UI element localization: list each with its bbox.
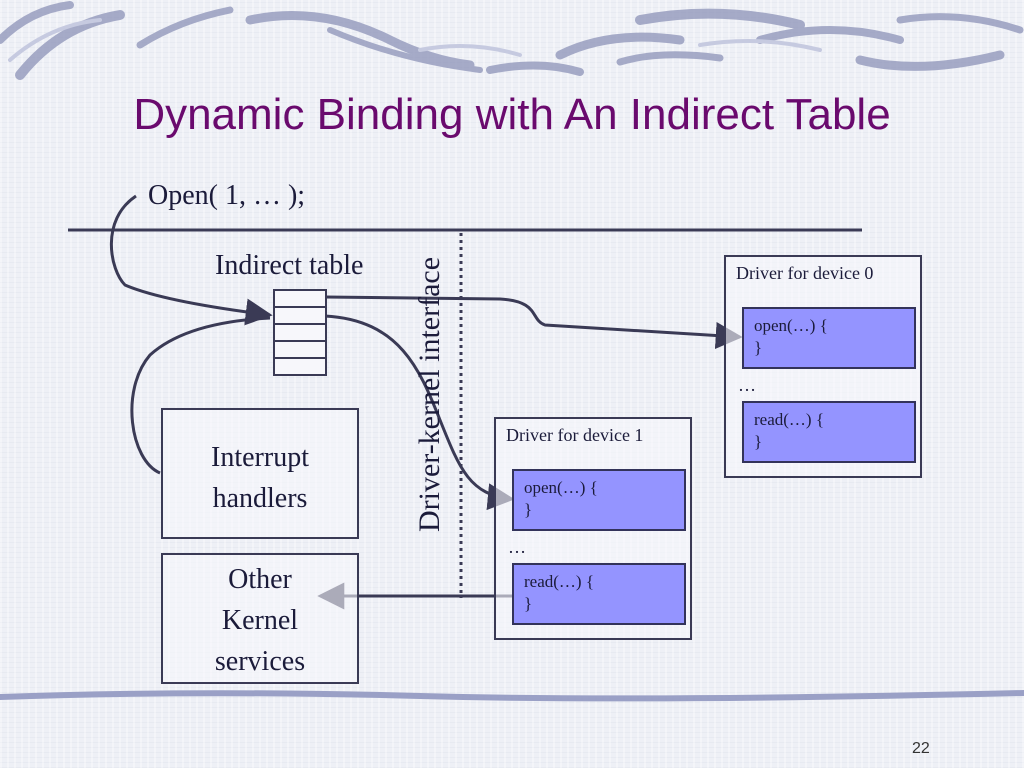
table-cell <box>273 357 327 376</box>
services-line: Other <box>228 564 292 595</box>
driver0-title: Driver for device 0 <box>736 263 874 283</box>
services-line: services <box>214 646 306 677</box>
interrupt-connector <box>130 316 271 475</box>
open-call-code: Open( 1, … ); <box>148 180 306 211</box>
call-arrow <box>109 194 273 326</box>
driver1-open-function: open(…) { } <box>512 469 686 531</box>
indirect-table-label: Indirect table <box>215 250 364 281</box>
code-line: open(…) { <box>524 478 598 497</box>
driver1-read-function: read(…) { } <box>512 563 686 625</box>
code-line: } <box>754 338 763 357</box>
table-to-driver0-arrow <box>324 295 743 349</box>
table-to-driver1-arrow <box>324 314 515 511</box>
driver1-ellipsis: … <box>508 537 526 557</box>
code-line: } <box>754 432 763 451</box>
interrupt-handlers-box: Interrupt handlers <box>161 408 359 539</box>
code-line: read(…) { <box>754 410 824 429</box>
driver-kernel-interface-label: Driver-kernel interface <box>413 256 446 532</box>
code-line: } <box>524 500 533 519</box>
slide-title: Dynamic Binding with An Indirect Table <box>133 90 891 139</box>
code-line: read(…) { <box>524 572 594 591</box>
other-kernel-services-box: Other Kernel services <box>161 553 359 684</box>
driver0-ellipsis: … <box>738 375 756 395</box>
page-number: 22 <box>912 740 930 757</box>
interrupt-line: handlers <box>212 483 308 514</box>
code-line: } <box>524 594 533 613</box>
services-line: Kernel <box>221 605 299 636</box>
driver0-read-function: read(…) { } <box>742 401 916 463</box>
driver-device0-box: Driver for device 0 open(…) { } … read(…… <box>724 255 922 478</box>
interrupt-line: Interrupt <box>211 442 309 473</box>
code-line: open(…) { <box>754 316 828 335</box>
driver-device1-box: Driver for device 1 open(…) { } … read(…… <box>494 417 692 640</box>
driver1-title: Driver for device 1 <box>506 425 644 445</box>
decorative-swoosh-banner <box>0 1 1024 80</box>
driver0-open-function: open(…) { } <box>742 307 916 369</box>
